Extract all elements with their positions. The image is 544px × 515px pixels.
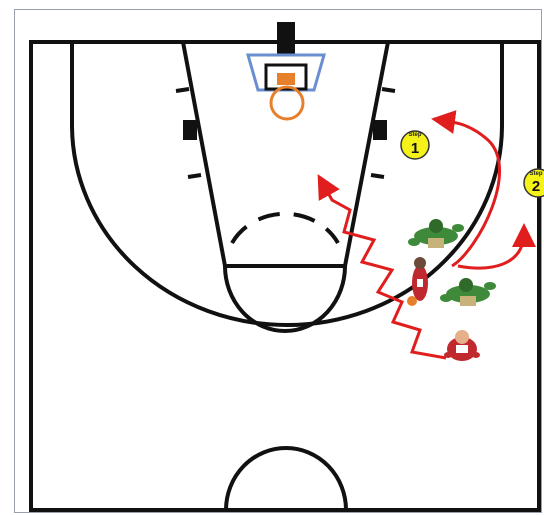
court-boundary [31, 42, 539, 510]
court-lines [31, 42, 539, 510]
rim-icon [271, 87, 303, 119]
defender-figure-icon [440, 278, 496, 306]
step-2-badge: Step 2 [524, 169, 544, 197]
lane-hash-marks [176, 89, 395, 177]
lane-blocks [183, 120, 387, 140]
free-throw-circle-upper-dashed [232, 214, 338, 243]
dribble-path-line [322, 182, 446, 358]
step-1-badge: Step 1 [401, 131, 429, 159]
offense-figure-icon [444, 330, 480, 361]
defender-figure-icon [408, 219, 464, 248]
step-1-number: 1 [411, 140, 419, 157]
step-2-super: Step [529, 171, 542, 177]
center-circle [226, 448, 346, 510]
backboard-support [277, 22, 295, 54]
step-2-number: 2 [532, 178, 540, 195]
dribbler-figure-icon [407, 257, 428, 306]
backboard-icon [248, 55, 324, 90]
step-1-super: Step [408, 132, 421, 138]
